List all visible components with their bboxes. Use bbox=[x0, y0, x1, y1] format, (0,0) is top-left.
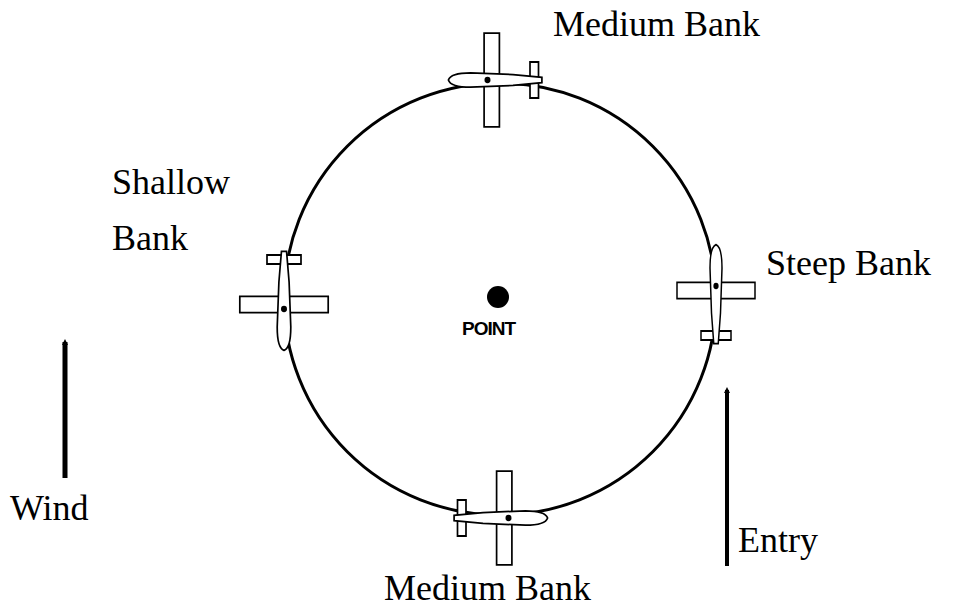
bank-label: Shallow Bank bbox=[112, 154, 262, 266]
entry-label: Entry bbox=[738, 520, 818, 561]
entry-arrow bbox=[725, 390, 729, 566]
airplane bbox=[448, 33, 542, 127]
airplane bbox=[677, 245, 755, 344]
bank-label: Steep Bank bbox=[766, 243, 931, 284]
wind-label: Wind bbox=[10, 488, 89, 529]
point-label: POINT bbox=[462, 318, 515, 340]
bank-label: Medium Bank bbox=[384, 568, 591, 609]
reference-point bbox=[487, 286, 509, 308]
airplane bbox=[240, 251, 328, 350]
ground-track-circle bbox=[284, 83, 716, 515]
bank-label: Medium Bank bbox=[553, 4, 760, 45]
wind-arrow bbox=[63, 342, 68, 478]
airplane bbox=[454, 471, 547, 565]
